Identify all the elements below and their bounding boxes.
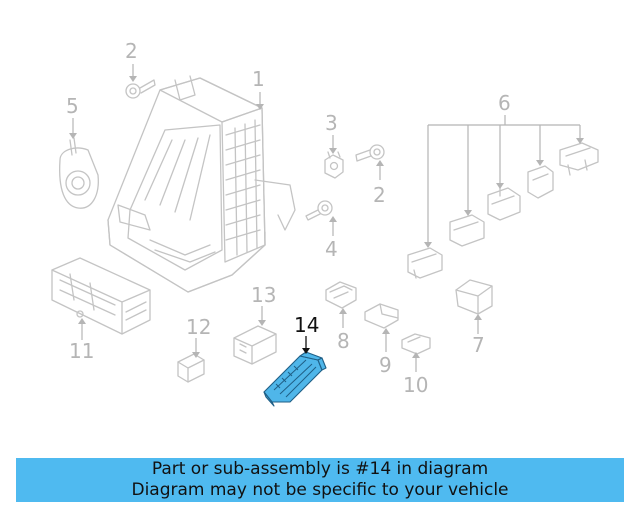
part-2-bolt-right (355, 144, 385, 162)
parts-diagram: 1 2 2 3 4 5 6 7 8 9 10 11 12 13 14 (51, 39, 599, 407)
banner-line-disclaimer: Diagram may not be specific to your vehi… (131, 480, 509, 500)
callout-1: 1 (252, 67, 265, 91)
callout-9: 9 (379, 353, 392, 377)
part-11-control-module (51, 257, 151, 335)
part-8-clip (325, 281, 357, 309)
callout-8: 8 (337, 329, 350, 353)
callout-labels: 1 2 2 3 4 5 6 7 8 9 10 11 12 13 14 (66, 39, 511, 397)
banner-line-part-number: Part or sub-assembly is #14 in diagram (151, 459, 489, 479)
callout-13: 13 (251, 283, 276, 307)
part-3-nut (324, 151, 344, 179)
callout-2-right: 2 (373, 183, 386, 207)
part-5-speaker (59, 137, 99, 209)
callout-2-top: 2 (125, 39, 138, 63)
part-1-fuse-box-housing (107, 75, 296, 293)
callout-11: 11 (69, 339, 94, 363)
part-2-bolt-top (125, 79, 156, 99)
part-10-connector (401, 333, 431, 355)
callout-5: 5 (66, 94, 79, 118)
part-7-relay-block (455, 279, 493, 315)
part-6-relays (407, 142, 599, 279)
callout-6: 6 (498, 91, 511, 115)
callout-4: 4 (325, 237, 338, 261)
callout-14: 14 (294, 313, 319, 337)
part-9-bracket (364, 303, 399, 329)
leader-lines (69, 64, 584, 372)
callout-12: 12 (186, 315, 211, 339)
info-banner: Part or sub-assembly is #14 in diagram D… (16, 458, 624, 502)
callout-10: 10 (403, 373, 428, 397)
part-14-highlighted-fuse-strip (263, 351, 327, 407)
part-4-screw (305, 200, 333, 221)
part-12-sensor (177, 353, 205, 383)
callout-7: 7 (472, 333, 485, 357)
callout-3: 3 (325, 111, 338, 135)
part-13-relay-cube (233, 325, 277, 365)
